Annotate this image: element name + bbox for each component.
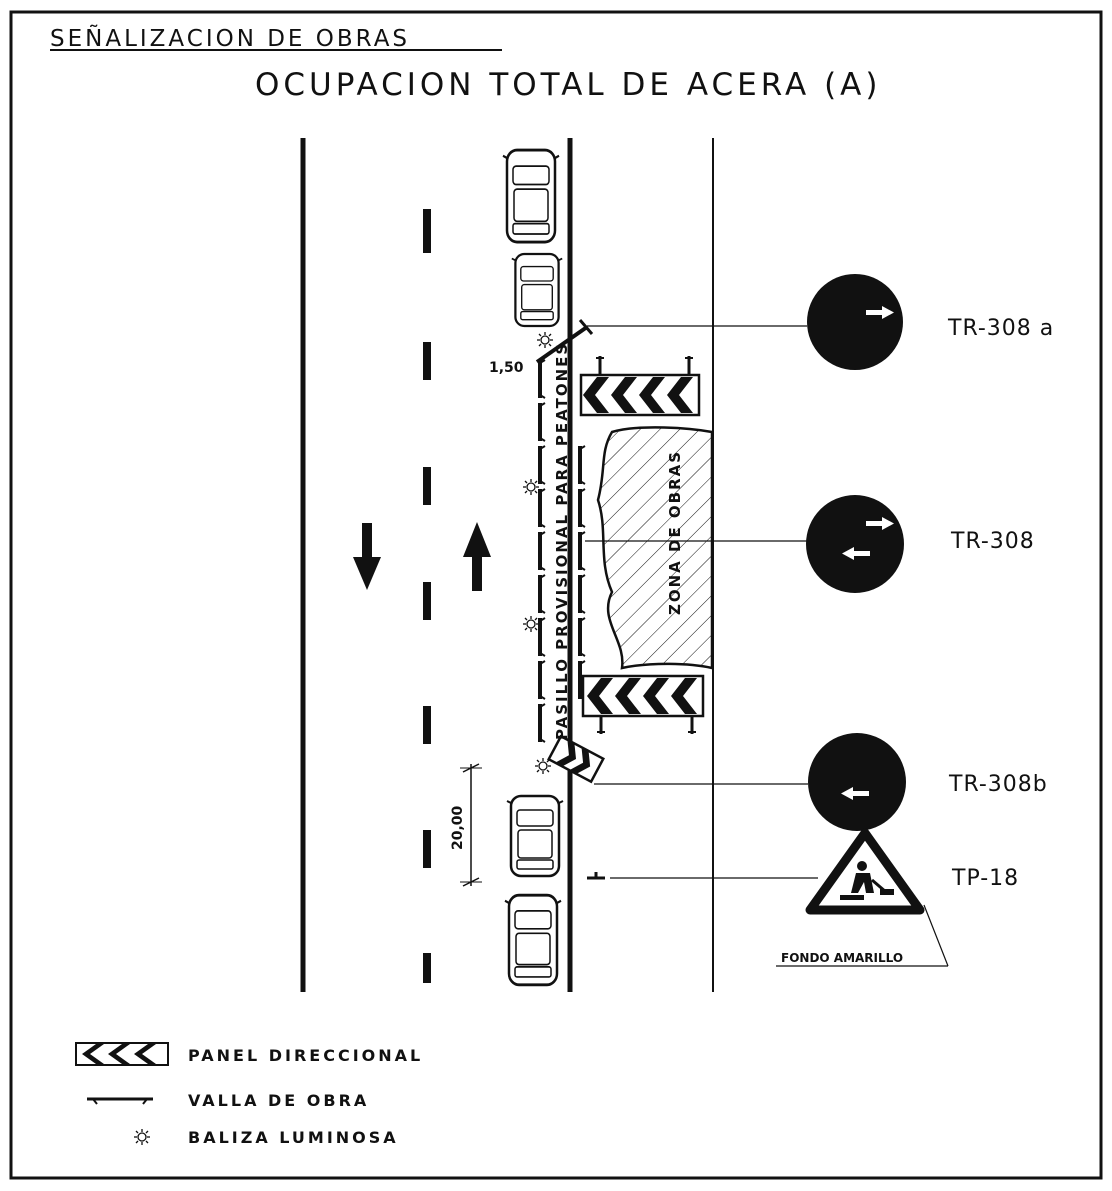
sign-tr308b-icon xyxy=(808,733,906,831)
entry-barrier-cross xyxy=(578,319,594,335)
lane-dash xyxy=(423,209,431,253)
lane-dash xyxy=(423,830,431,868)
chevron-panel-icon xyxy=(75,1042,169,1066)
work-zone-label: ZONA DE OBRAS xyxy=(666,450,684,615)
entry-barrier xyxy=(535,325,589,364)
legend-label-beacon: BALIZA LUMINOSA xyxy=(188,1128,399,1147)
direction-panel-top xyxy=(579,356,701,417)
distance-dimension-line xyxy=(460,763,482,887)
lane-dash xyxy=(423,342,431,380)
parked-car xyxy=(505,794,565,878)
sign-code-tr308b: TR-308b xyxy=(948,772,1048,797)
lane-dashes xyxy=(423,209,431,983)
legend: PANEL DIRECCIONAL VALLA DE OBRA BALIZA L… xyxy=(75,1042,423,1147)
sign-tr308-icon xyxy=(806,495,904,593)
distance-dimension: 20,00 xyxy=(450,805,466,850)
lane-dash xyxy=(423,953,431,983)
lane-dash xyxy=(423,582,431,620)
arrow-up-icon xyxy=(463,522,491,591)
lane-dash xyxy=(423,706,431,744)
parked-car xyxy=(503,893,563,987)
arrow-down-icon xyxy=(353,523,381,590)
exit-panel xyxy=(547,734,605,784)
beacon-icon xyxy=(133,1128,151,1146)
barrier-icon xyxy=(87,1097,153,1105)
note-pointer xyxy=(923,904,949,967)
parked-car xyxy=(510,252,564,328)
lane-dash xyxy=(423,467,431,505)
sign-tr308a-icon xyxy=(807,274,903,370)
gap-dimension: 1,50 xyxy=(489,360,524,376)
beacon-icon xyxy=(522,478,540,496)
page-frame xyxy=(9,10,1103,1180)
sign-code-tr308: TR-308 xyxy=(950,529,1035,554)
sign-tp18-icon xyxy=(805,828,925,915)
sign-code-tr308a: TR-308 a xyxy=(947,316,1054,341)
sign-code-tp18: TP-18 xyxy=(951,866,1019,891)
page-title: OCUPACION TOTAL DE ACERA (A) xyxy=(255,67,881,103)
beacon-icon xyxy=(536,331,554,349)
parked-car xyxy=(501,148,561,244)
header-text: SEÑALIZACION DE OBRAS xyxy=(50,24,410,52)
sign-note: FONDO AMARILLO xyxy=(781,951,903,965)
work-zone-area xyxy=(596,426,714,670)
legend-label-panel: PANEL DIRECCIONAL xyxy=(188,1046,423,1065)
legend-label-barrier: VALLA DE OBRA xyxy=(188,1091,369,1110)
direction-panel-bottom xyxy=(581,674,705,734)
beacon-icon xyxy=(522,615,540,633)
corridor-label: PASILLO PROVISIONAL PARA PEATONES xyxy=(553,342,571,740)
